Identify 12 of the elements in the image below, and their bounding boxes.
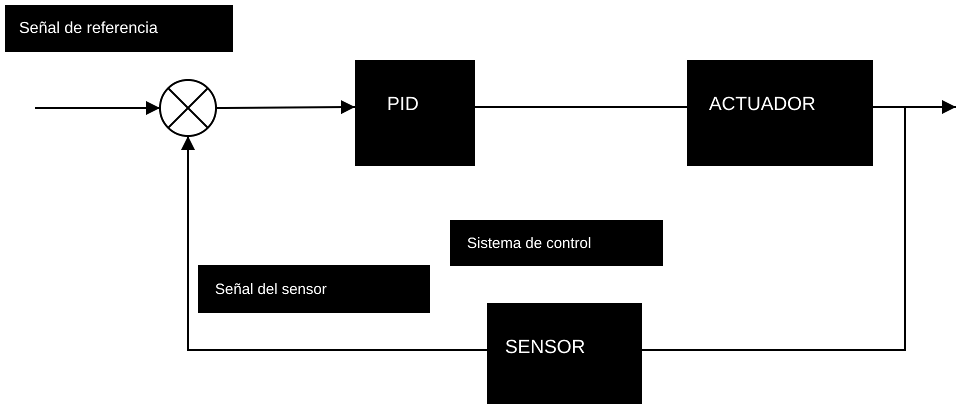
label-box: Señal de referencia xyxy=(5,5,233,52)
connector-line xyxy=(475,106,687,108)
connector-line xyxy=(642,106,906,351)
summing-junction xyxy=(159,79,217,137)
label-box: Señal del sensor xyxy=(198,265,430,313)
label-box: Sistema de control xyxy=(450,220,663,266)
process-block: SENSOR xyxy=(487,303,642,404)
arrow xyxy=(35,101,160,115)
process-block: ACTUADOR xyxy=(687,60,873,166)
arrow xyxy=(216,100,355,114)
arrow xyxy=(181,136,487,351)
process-block: PID xyxy=(355,60,475,166)
